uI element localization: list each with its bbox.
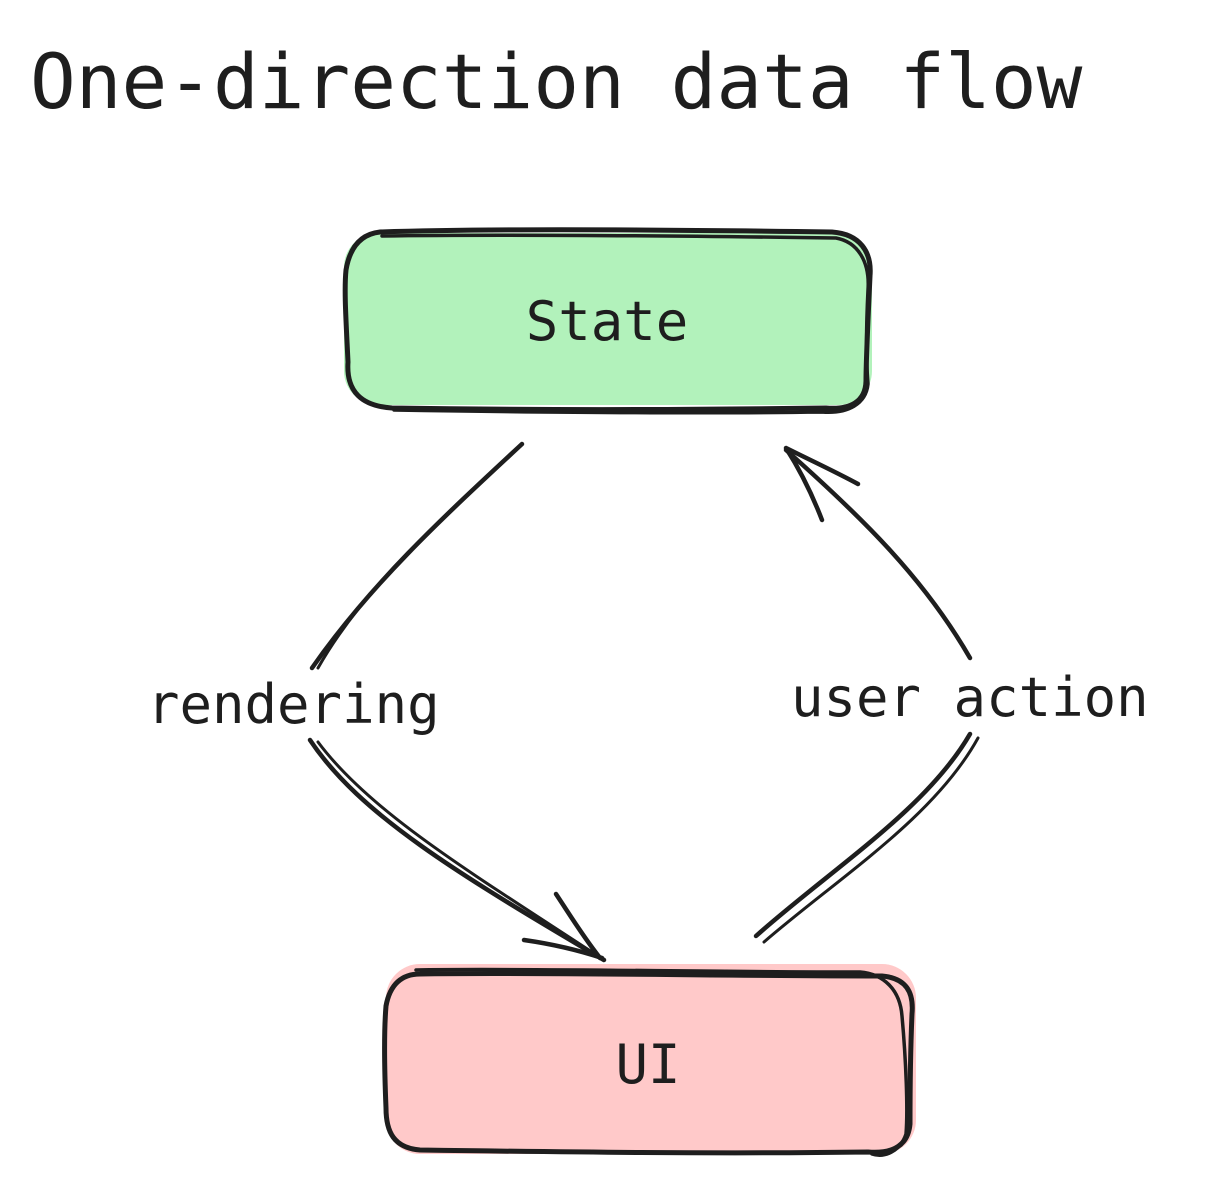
user-action-edge-label: user action	[785, 668, 1155, 728]
rendering-edge-label: rendering	[141, 675, 446, 735]
user-action-arrow-line-echo	[762, 736, 980, 944]
state-node-outline-echo	[380, 233, 870, 415]
user-action-arrow	[753, 445, 980, 944]
user-action-arrow-line	[753, 447, 973, 939]
rendering-arrowhead	[521, 891, 605, 961]
state-node[interactable]	[342, 227, 873, 415]
ui-node-outline	[382, 970, 915, 1156]
ui-node-outline-echo	[414, 967, 909, 1157]
user-action-arrowhead	[783, 445, 861, 523]
state-node-outline	[342, 227, 873, 412]
rendering-arrow	[307, 441, 607, 963]
rendering-arrow-line-echo	[316, 448, 600, 958]
state-node-label: State	[525, 290, 689, 353]
state-node-fill	[344, 233, 872, 405]
diagram-title: One-direction data flow	[30, 37, 1083, 126]
ui-node-fill	[386, 964, 916, 1154]
ui-node-label: UI	[615, 1033, 681, 1096]
ui-node[interactable]	[382, 964, 917, 1157]
